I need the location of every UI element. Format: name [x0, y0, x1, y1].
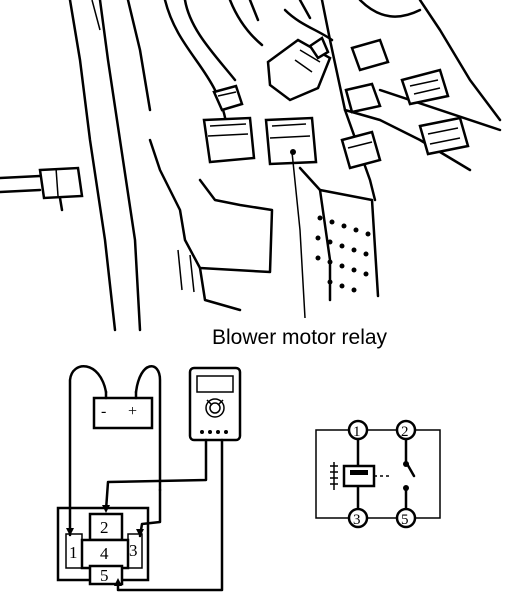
battery: - +	[92, 390, 154, 430]
relay-terminal-2-label: 2	[100, 518, 109, 537]
relay-terminal-5-label: 5	[100, 566, 109, 585]
battery-plus-label: +	[128, 403, 137, 420]
dashboard-illustration	[0, 0, 502, 332]
relay-test-circuit: - + 2 1 4	[56, 365, 242, 592]
relay-terminal-4-label: 4	[100, 544, 109, 563]
relay-terminal-3-label: 3	[129, 541, 138, 560]
relay-schematic: 1 2 3 5	[315, 419, 441, 529]
schematic-terminal-1-label: 1	[353, 424, 361, 440]
vent-grille	[315, 215, 371, 293]
battery-minus-label: -	[101, 403, 106, 420]
relay-left-illustration	[202, 116, 256, 164]
ohmmeter	[188, 366, 242, 442]
schematic-terminal-2-label: 2	[401, 424, 409, 440]
schematic-terminal-3-label: 3	[353, 512, 361, 528]
schematic-terminal-5-label: 5	[401, 512, 409, 528]
caption-blower-motor-relay: Blower motor relay	[212, 326, 388, 349]
relay-connector-body: 2 1 4 3 5	[56, 506, 150, 586]
blower-motor-relay-illustration	[264, 116, 318, 166]
relay-terminal-1-label: 1	[69, 543, 78, 562]
